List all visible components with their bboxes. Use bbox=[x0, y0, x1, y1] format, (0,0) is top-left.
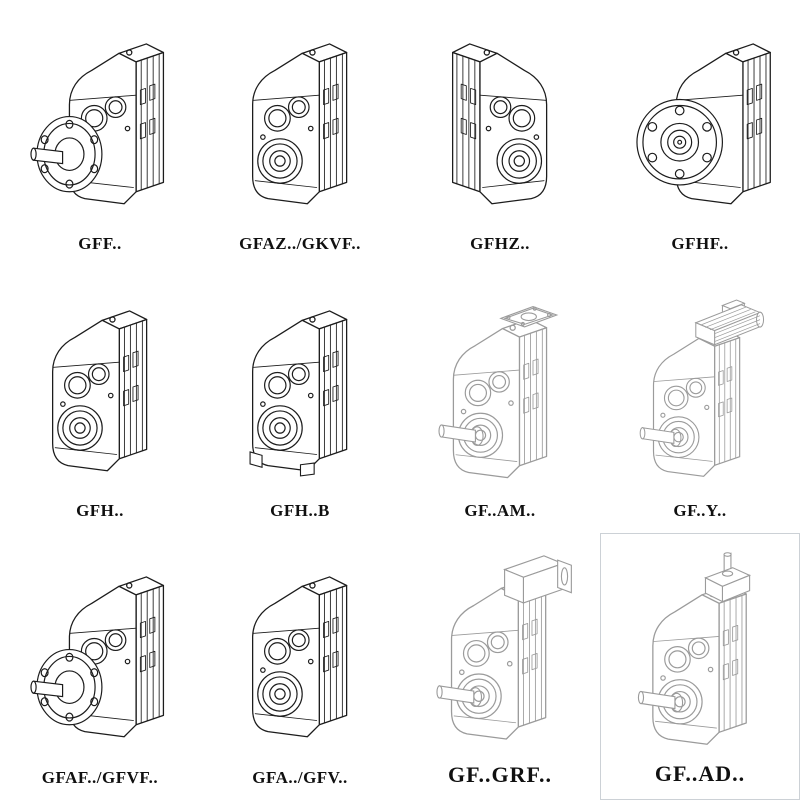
gearbox-hollow-shaft-drawing bbox=[227, 26, 372, 214]
catalog-cell-gff: GFF.. bbox=[0, 0, 200, 267]
catalog-cell-gfa-gfv: GFA../GFV.. bbox=[200, 533, 400, 800]
catalog-cell-gfh-b: GFH..B bbox=[200, 267, 400, 534]
model-label-gfaf-gfvf: GFAF../GFVF.. bbox=[41, 767, 159, 787]
model-label-gff: GFF.. bbox=[78, 234, 122, 254]
gearbox-ad-input-adapter-drawing bbox=[624, 549, 777, 751]
catalog-cell-gfhf: GFHF.. bbox=[600, 0, 800, 267]
model-label-gfaz-gkvf: GFAZ../GKVF.. bbox=[239, 234, 361, 254]
gearbox-hollow-shaft-drawing bbox=[27, 293, 172, 481]
catalog-cell-gfhz: GFHZ.. bbox=[400, 0, 600, 267]
model-label-gf-am: GF..AM.. bbox=[464, 500, 536, 520]
gearbox-with-motor-drawing bbox=[630, 293, 771, 481]
drawing-area bbox=[202, 6, 398, 234]
model-label-gfh: GFH.. bbox=[76, 500, 124, 520]
drawing-area bbox=[202, 273, 398, 501]
gearbox-hollow-shaft-drawing bbox=[227, 559, 372, 747]
model-label-gf-y: GF..Y.. bbox=[673, 500, 727, 520]
model-label-gfa-gfv: GFA../GFV.. bbox=[252, 767, 348, 787]
catalog-cell-gf-grf: GF..GRF.. bbox=[400, 533, 600, 800]
gearbox-hollow-shaft-base-drawing bbox=[227, 293, 372, 481]
catalog-cell-gf-y: GF..Y.. bbox=[600, 267, 800, 534]
drawing-area bbox=[602, 6, 798, 234]
catalog-cell-gfh: GFH.. bbox=[0, 267, 200, 534]
catalog-cell-gfaz-gkvf: GFAZ../GKVF.. bbox=[200, 0, 400, 267]
model-label-gf-grf: GF..GRF.. bbox=[448, 761, 552, 787]
gearbox-hollow-shaft-mirrored-drawing bbox=[427, 26, 572, 214]
drawing-area bbox=[2, 539, 198, 767]
drawing-area bbox=[202, 539, 398, 767]
catalog-cell-gfaf-gfvf: GFAF../GFVF.. bbox=[0, 533, 200, 800]
model-label-gf-ad: GF..AD.. bbox=[654, 760, 746, 786]
drawing-area bbox=[402, 6, 598, 234]
gearbox-iec-adapter-flange-drawing bbox=[428, 293, 572, 481]
model-label-gfh-b: GFH..B bbox=[270, 500, 330, 520]
catalog-cell-gf-am: GF..AM.. bbox=[400, 267, 600, 534]
gearbox-flange-output-shaft-drawing bbox=[25, 559, 175, 747]
gearbox-front-flange-drawing bbox=[625, 26, 775, 214]
drawing-area bbox=[402, 273, 598, 501]
drawing-area bbox=[603, 540, 797, 760]
gearbox-flange-output-shaft-drawing bbox=[25, 26, 175, 214]
catalog-cell-gf-ad: GF..AD.. bbox=[600, 533, 800, 800]
drawing-area bbox=[2, 6, 198, 234]
drawing-area bbox=[402, 539, 598, 761]
model-label-gfhf: GFHF.. bbox=[671, 234, 729, 254]
model-label-gfhz: GFHZ.. bbox=[470, 234, 530, 254]
drawing-area bbox=[2, 273, 198, 501]
gearbox-grf-input-adapter-drawing bbox=[419, 549, 582, 751]
drawing-area bbox=[602, 273, 798, 501]
